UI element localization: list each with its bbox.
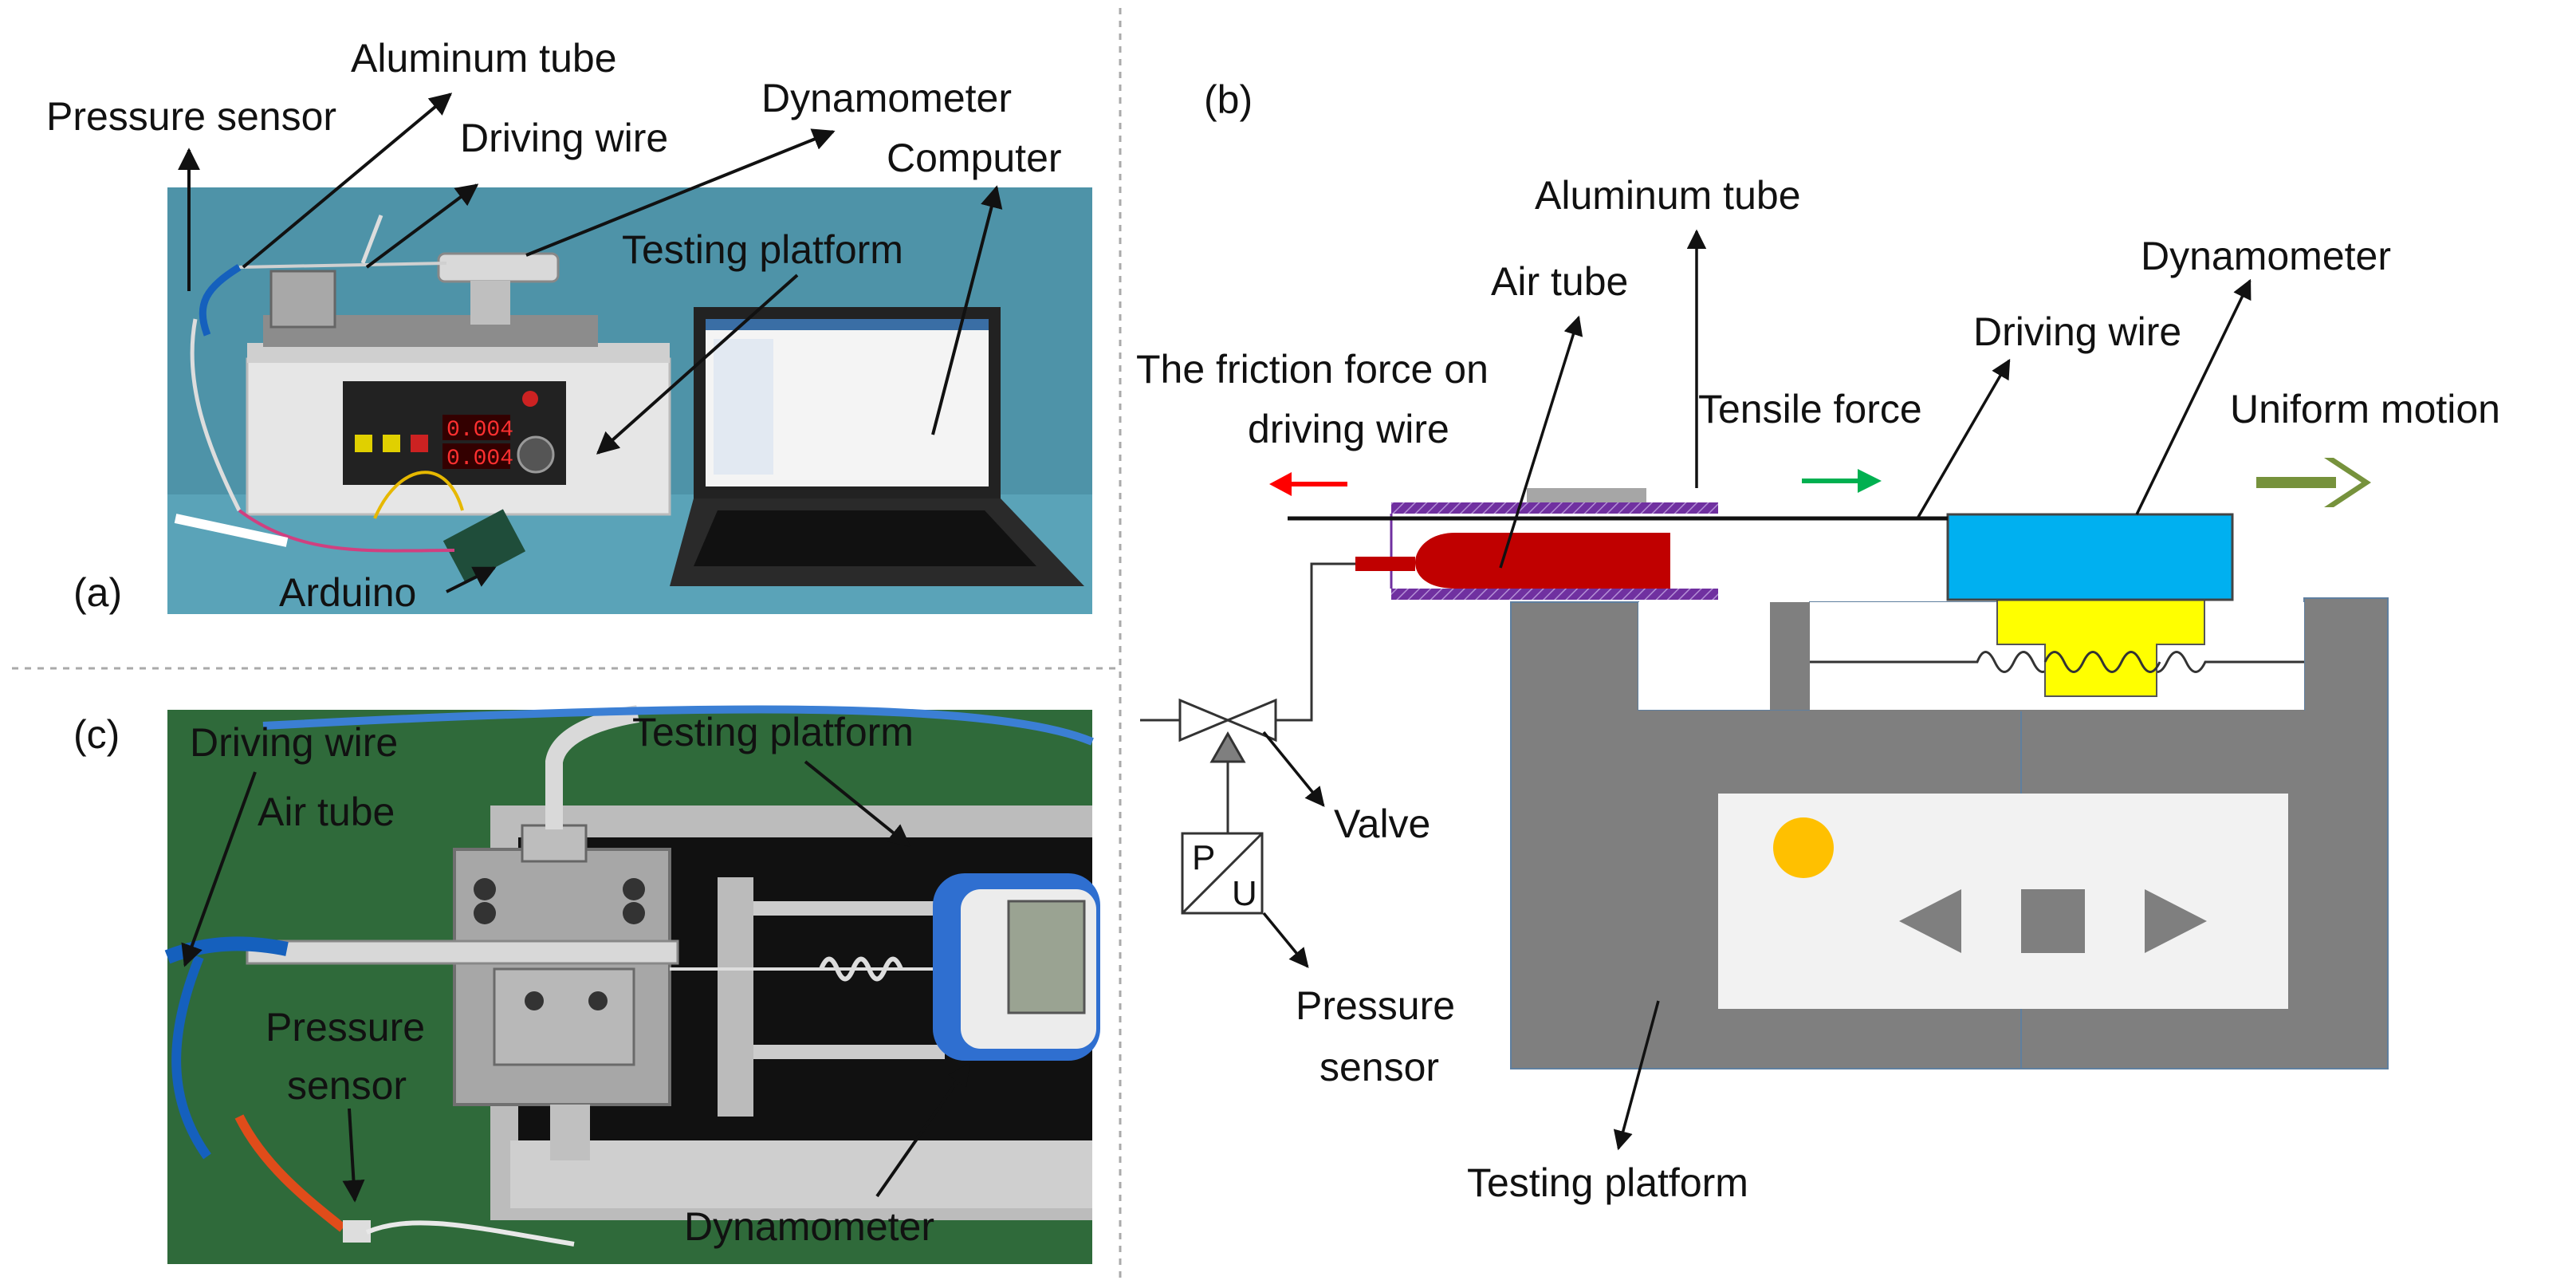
tensile-force-arrow xyxy=(1802,469,1882,493)
dynamometer-schematic xyxy=(1946,513,2234,601)
label-a-arduino: Arduino xyxy=(279,570,416,615)
aluminum-tube-top-wall xyxy=(1391,502,1718,514)
uniform-motion-arrow xyxy=(2256,458,2371,507)
panel-b-leaders xyxy=(1262,229,2252,1151)
label-b-testing-platform: Testing platform xyxy=(1467,1160,1748,1205)
label-c-air-tube: Air tube xyxy=(258,790,395,834)
label-b-driving-wire: Driving wire xyxy=(1973,309,2181,354)
panel-b-label: (b) xyxy=(1204,77,1253,122)
display-bottom: 0.004 xyxy=(446,447,513,471)
aluminum-tube-top-cap xyxy=(1527,488,1646,504)
label-a-computer: Computer xyxy=(887,136,1062,180)
label-a-driving-wire: Driving wire xyxy=(460,116,668,160)
label-b-aluminum-tube: Aluminum tube xyxy=(1535,173,1801,218)
left-triangle-icon xyxy=(1899,889,1961,953)
air-line xyxy=(1272,562,1355,722)
stop-square-icon xyxy=(2021,889,2085,953)
label-c-dynamometer: Dynamometer xyxy=(684,1204,934,1249)
label-b-tensile-force: Tensile force xyxy=(1698,387,1922,431)
label-b-dynamometer: Dynamometer xyxy=(2141,234,2391,278)
label-b-air-tube: Air tube xyxy=(1491,259,1628,304)
panel-c-label: (c) xyxy=(73,712,120,757)
label-c-pressure-line2: sensor xyxy=(287,1063,407,1108)
pu-p: P xyxy=(1192,838,1215,877)
label-c-pressure-line1: Pressure xyxy=(265,1005,425,1050)
label-a-testing-platform: Testing platform xyxy=(622,227,903,272)
panel-c-leaders xyxy=(181,760,970,1203)
label-c-testing-platform: Testing platform xyxy=(632,710,914,754)
pu-u: U xyxy=(1232,874,1257,913)
air-tube-schematic xyxy=(1415,533,1670,589)
indicator-light xyxy=(1773,817,1834,878)
label-a-dynamometer: Dynamometer xyxy=(761,76,1012,120)
pressure-sensor-symbol: P U xyxy=(1181,832,1264,915)
arduino-board xyxy=(442,509,526,584)
friction-force-arrow xyxy=(1269,472,1347,496)
panel-a-label: (a) xyxy=(73,570,122,615)
label-b-friction-line2: driving wire xyxy=(1248,407,1449,451)
display-top: 0.004 xyxy=(446,418,513,443)
label-b-friction-line1: The friction force on xyxy=(1136,347,1489,392)
panel-c-photo xyxy=(164,705,1100,1264)
panel-a-leaders xyxy=(178,93,1003,593)
label-a-aluminum-tube: Aluminum tube xyxy=(351,36,617,81)
label-c-driving-wire: Driving wire xyxy=(190,720,398,765)
label-b-pressure-line2: sensor xyxy=(1319,1045,1439,1089)
label-a-pressure-sensor: Pressure sensor xyxy=(46,94,336,139)
label-b-pressure-line1: Pressure xyxy=(1296,983,1455,1028)
dynamometer-photo xyxy=(933,873,1100,1061)
label-b-uniform-motion: Uniform motion xyxy=(2230,387,2500,431)
aluminum-tube-photo xyxy=(437,252,560,283)
aluminum-tube-bottom-wall xyxy=(1391,589,1718,600)
aluminum-tube-photo-c xyxy=(246,939,679,965)
right-triangle-icon xyxy=(2145,889,2207,953)
valve-symbol xyxy=(1178,698,1277,833)
label-b-valve: Valve xyxy=(1334,802,1430,846)
